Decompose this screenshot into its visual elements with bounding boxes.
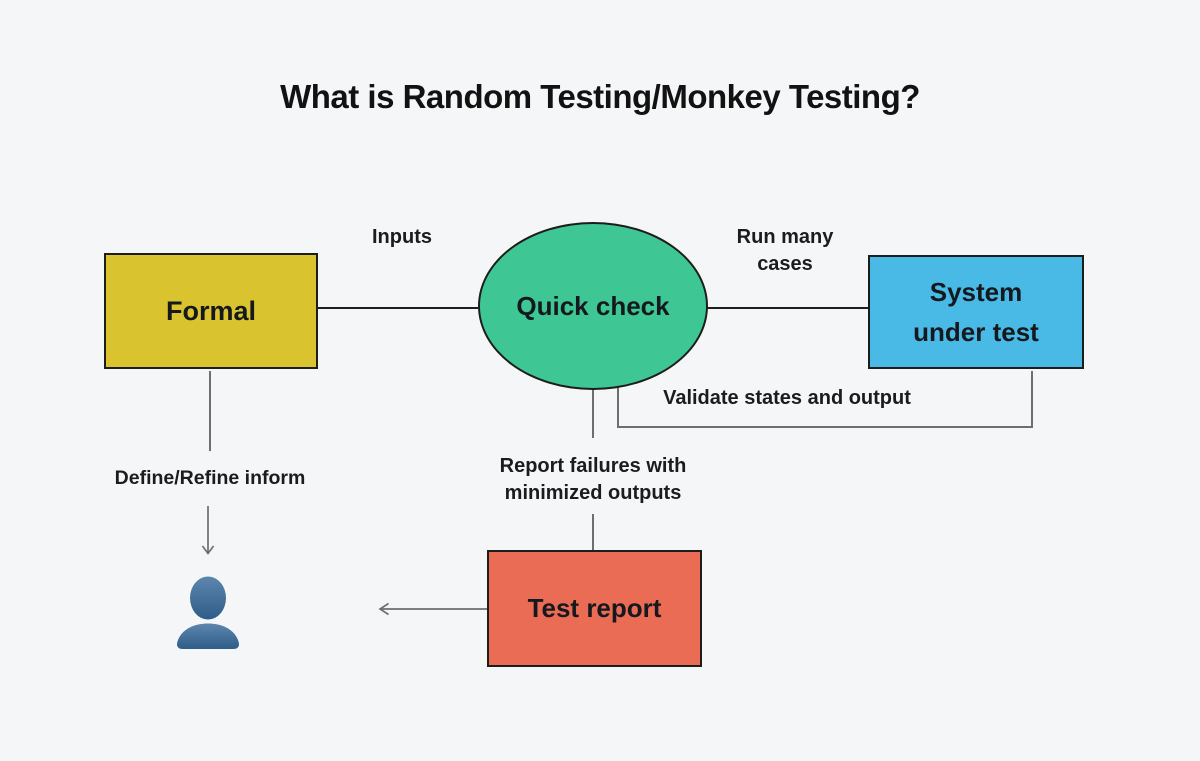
- node-quick-check-label: Quick check: [516, 290, 670, 321]
- edge-quickcheck-down-segment: [592, 389, 594, 438]
- edge-label-define-refine: Define/Refine inform: [114, 467, 306, 489]
- edge-formal-down-segment: [209, 371, 211, 451]
- node-system-under-test[interactable]: System under test: [868, 255, 1084, 369]
- node-system-under-test-label: System under test: [913, 277, 1039, 347]
- page-title: What is Random Testing/Monkey Testing?: [280, 78, 920, 115]
- node-test-report[interactable]: Test report: [487, 550, 702, 667]
- edge-validate-vertical-left: [617, 379, 619, 427]
- edge-validate-horizontal: [617, 426, 1033, 428]
- edge-validate-vertical-right: [1031, 371, 1033, 427]
- node-formal-label: Formal: [165, 295, 257, 326]
- arrow-down-to-user: [201, 506, 215, 555]
- user-silhouette-icon: [177, 576, 239, 649]
- edge-label-inputs: Inputs: [372, 226, 432, 248]
- edge-label-validate-states: Validate states and output: [663, 387, 911, 409]
- arrow-left-from-test-report: [378, 602, 487, 616]
- edge-formal-to-quickcheck: [318, 307, 478, 309]
- edge-to-test-report-segment: [592, 514, 594, 550]
- edge-label-report-failures: Report failures with minimized outputs: [499, 455, 687, 504]
- edge-label-run-many-cases: Run many cases: [736, 226, 834, 275]
- node-test-report-label: Test report: [527, 593, 662, 623]
- edge-quickcheck-to-system: [707, 307, 870, 309]
- node-formal[interactable]: Formal: [104, 253, 318, 369]
- node-quick-check[interactable]: Quick check: [478, 222, 708, 390]
